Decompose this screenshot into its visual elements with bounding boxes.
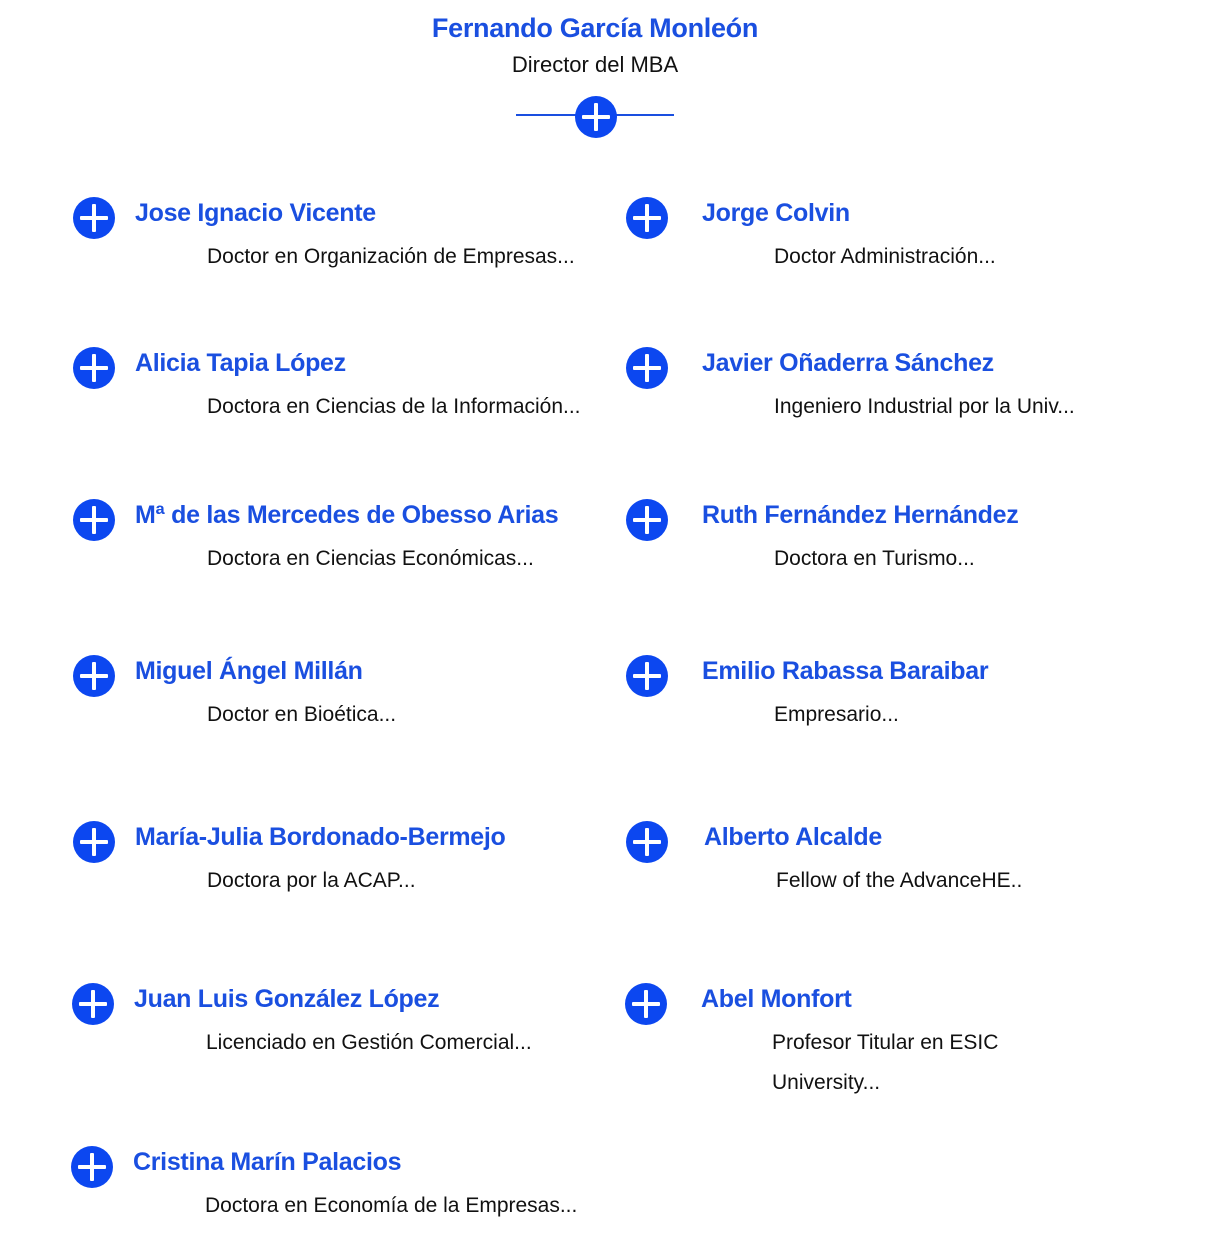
director-section: Fernando García Monleón Director del MBA — [0, 10, 1190, 80]
faculty-member-description: Empresario... — [774, 703, 899, 726]
expand-plus-icon[interactable] — [73, 655, 115, 697]
director-role: Director del MBA — [511, 52, 679, 77]
faculty-member-description: Doctor en Bioética... — [207, 703, 397, 726]
expand-plus-icon[interactable] — [73, 499, 115, 541]
faculty-member-name: Emilio Rabassa Baraibar — [702, 657, 989, 685]
faculty-member-description: Doctora por la ACAP... — [207, 869, 416, 892]
faculty-member-description: Fellow of the AdvanceHE.. — [776, 869, 1023, 892]
faculty-member-description: Doctor Administración... — [774, 245, 996, 268]
expand-plus-icon[interactable] — [626, 347, 668, 389]
director-expand-plus-icon[interactable] — [575, 96, 617, 138]
faculty-member-description: Licenciado en Gestión Comercial... — [206, 1031, 532, 1054]
faculty-member-name: Juan Luis González López — [134, 985, 440, 1013]
faculty-member-name: Alberto Alcalde — [704, 823, 882, 851]
faculty-member-name: Jorge Colvin — [702, 199, 850, 227]
expand-plus-icon[interactable] — [626, 655, 668, 697]
faculty-member-name: Ruth Fernández Hernández — [702, 501, 1019, 529]
faculty-member-name: Cristina Marín Palacios — [133, 1148, 402, 1176]
faculty-member-name: María-Julia Bordonado-Bermejo — [135, 823, 506, 851]
faculty-member-name: Alicia Tapia López — [135, 349, 346, 377]
faculty-member-description: Doctora en Ciencias de la Información... — [207, 395, 581, 418]
faculty-member-name: Mª de las Mercedes de Obesso Arias — [135, 501, 559, 529]
director-name: Fernando García Monleón — [431, 13, 759, 43]
faculty-member-name: Jose Ignacio Vicente — [135, 199, 376, 227]
expand-plus-icon[interactable] — [625, 983, 667, 1025]
faculty-member-description: Doctora en Economía de la Empresas... — [205, 1194, 578, 1217]
expand-plus-icon[interactable] — [71, 1146, 113, 1188]
faculty-member-description: Profesor Titular en ESIC University... — [772, 1031, 999, 1094]
faculty-member-description: Ingeniero Industrial por la Univ... — [774, 395, 1075, 418]
faculty-member-description: Doctora en Ciencias Económicas... — [207, 547, 534, 570]
faculty-member-name: Miguel Ángel Millán — [135, 657, 363, 685]
faculty-member-description: Doctor en Organización de Empresas... — [207, 245, 575, 268]
expand-plus-icon[interactable] — [626, 197, 668, 239]
expand-plus-icon[interactable] — [73, 197, 115, 239]
director-expander — [516, 96, 674, 138]
faculty-member-name: Abel Monfort — [701, 985, 852, 1013]
expand-plus-icon[interactable] — [72, 983, 114, 1025]
expand-plus-icon[interactable] — [73, 821, 115, 863]
faculty-member-description: Doctora en Turismo... — [774, 547, 975, 570]
expand-plus-icon[interactable] — [73, 347, 115, 389]
expand-plus-icon[interactable] — [626, 499, 668, 541]
faculty-member-name: Javier Oñaderra Sánchez — [702, 349, 994, 377]
expand-plus-icon[interactable] — [626, 821, 668, 863]
